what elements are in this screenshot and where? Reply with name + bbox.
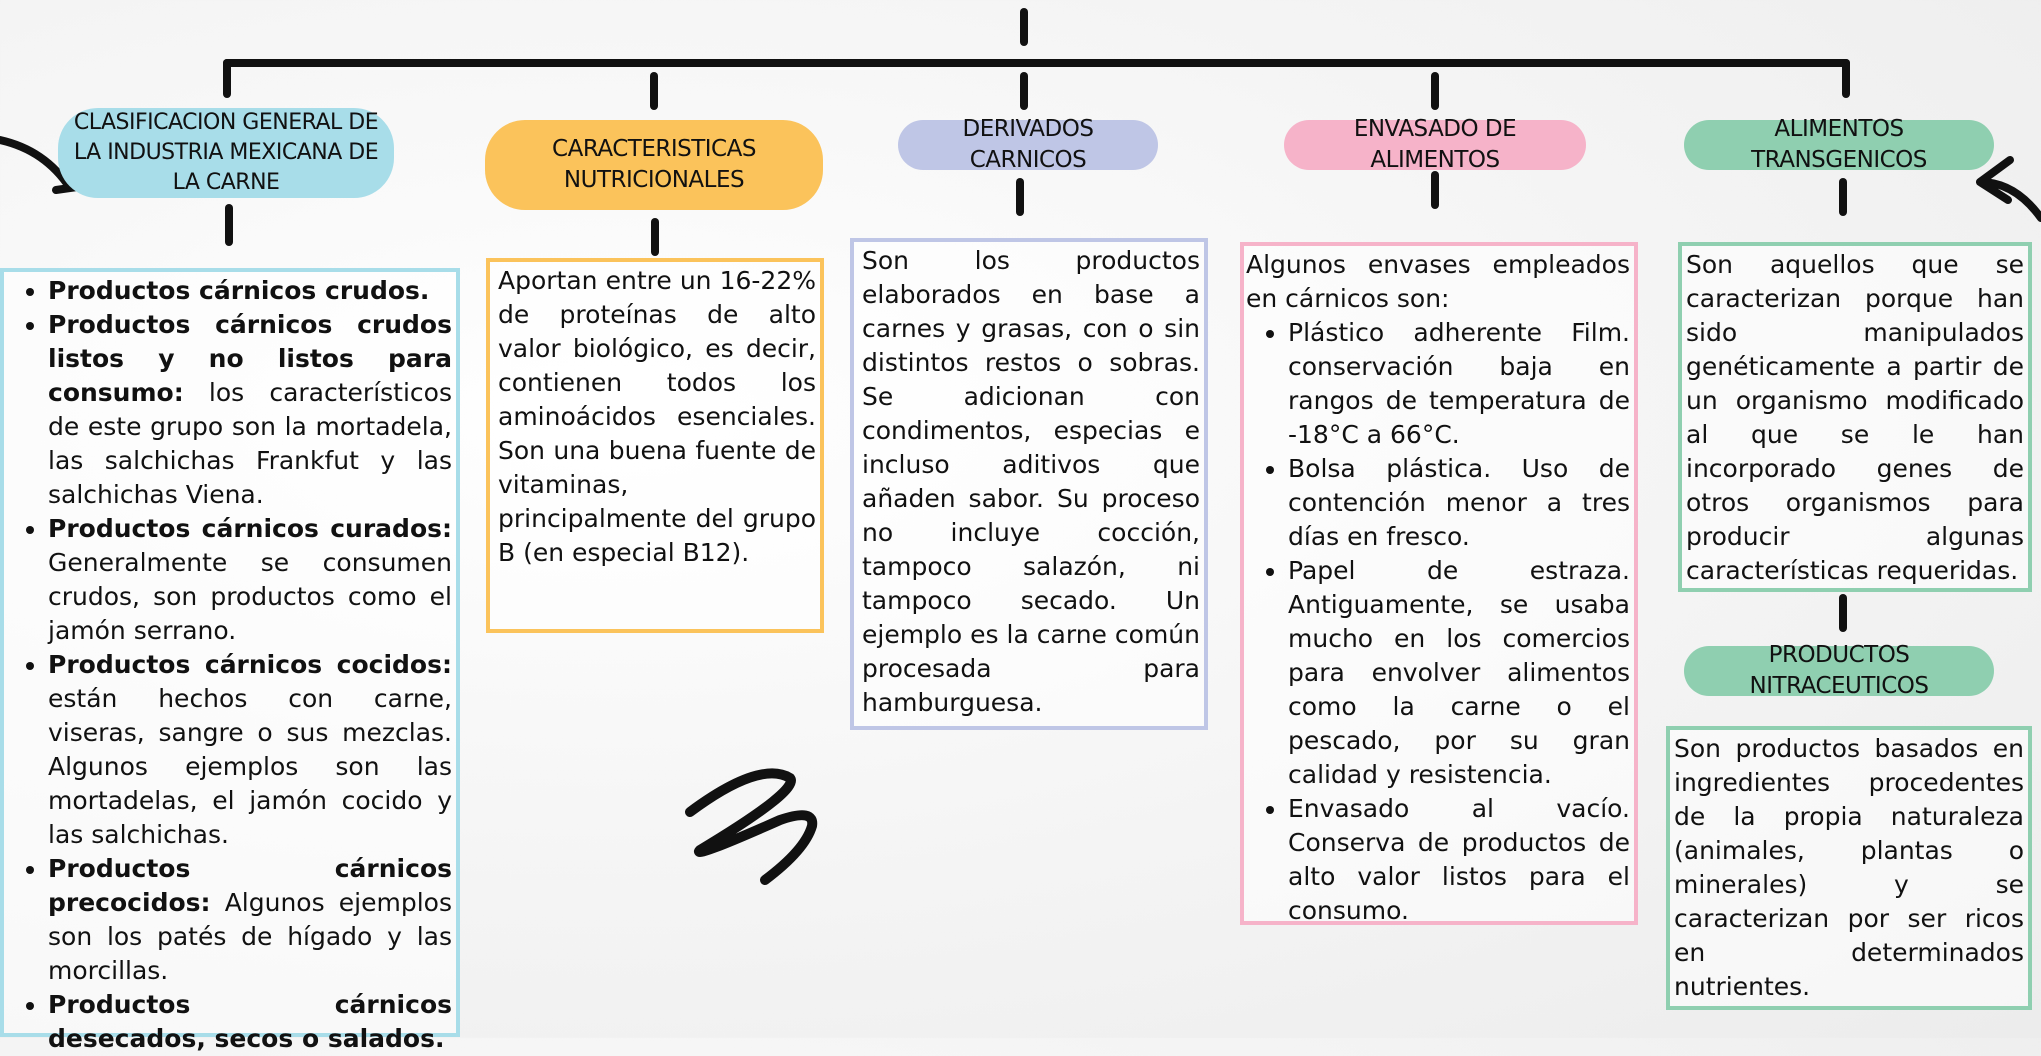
clasificacion-list: Productos cárnicos crudos. Productos cár…: [6, 274, 452, 1056]
list-item: Productos cárnicos cocidos: están hechos…: [48, 648, 452, 852]
left-curl-decoration: [0, 136, 77, 194]
list-item: Bolsa plástica. Uso de contención menor …: [1288, 452, 1630, 554]
list-item: Productos cárnicos crudos listos y no li…: [48, 308, 452, 512]
envasado-list: Plástico adherente Film. conservación ba…: [1246, 316, 1630, 928]
category-pill-transgenicos: ALIMENTOS TRANSGENICOS: [1684, 116, 1994, 173]
category-pill-clasificacion: CLASIFICACION GENERAL DE LA INDUSTRIA ME…: [58, 108, 394, 198]
list-item: Productos cárnicos precocidos: Algunos e…: [48, 852, 452, 988]
clasificacion-box: Productos cárnicos crudos. Productos cár…: [0, 268, 460, 1053]
transgenicos-box: Son aquellos que se caracterizan porque …: [1678, 242, 2032, 592]
list-item: Productos cárnicos desecados, secos o sa…: [48, 988, 452, 1056]
category-title: DERIVADOS CARNICOS: [962, 115, 1094, 173]
nutricionales-box: Aportan entre un 16-22% de proteínas de …: [486, 258, 824, 633]
category-title: ENVASADO DE ALIMENTOS: [1353, 115, 1517, 173]
nutricionales-text: Aportan entre un 16-22% de proteínas de …: [498, 266, 816, 567]
right-arrow-decoration: [1976, 156, 2041, 222]
category-pill-nutricionales: CARACTERISTICAS NUTRICIONALES: [485, 120, 823, 210]
category-title: PRODUCTOS NITRACEUTICOS: [1749, 641, 1929, 699]
envasado-box: Algunos envases empleados en cárnicos so…: [1240, 242, 1638, 925]
envasado-intro: Algunos envases empleados en cárnicos so…: [1246, 250, 1630, 313]
category-title: CARACTERISTICAS NUTRICIONALES: [552, 135, 756, 193]
category-pill-derivados: DERIVADOS CARNICOS: [898, 116, 1158, 173]
list-item: Productos cárnicos crudos.: [48, 274, 452, 308]
derivados-text: Son los productos elaborados en base a c…: [862, 246, 1200, 717]
category-title: CLASIFICACION GENERAL DE LA INDUSTRIA ME…: [73, 110, 379, 195]
category-title: ALIMENTOS TRANSGENICOS: [1751, 115, 1927, 173]
category-pill-envasado: ENVASADO DE ALIMENTOS: [1284, 116, 1586, 173]
list-item: Papel de estraza. Antiguamente, se usaba…: [1288, 554, 1630, 792]
transgenicos-text: Son aquellos que se caracterizan porque …: [1686, 250, 2024, 585]
nitraceuticos-text: Son productos basados en ingredientes pr…: [1674, 734, 2024, 1001]
scribble-decoration: [685, 768, 818, 885]
derivados-box: Son los productos elaborados en base a c…: [850, 238, 1208, 730]
list-item: Productos cárnicos curados: Generalmente…: [48, 512, 452, 648]
category-pill-nitraceuticos: PRODUCTOS NITRACEUTICOS: [1684, 642, 1994, 699]
list-item: Plástico adherente Film. conservación ba…: [1288, 316, 1630, 452]
list-item: Envasado al vacío. Conserva de productos…: [1288, 792, 1630, 928]
nitraceuticos-box: Son productos basados en ingredientes pr…: [1666, 726, 2032, 1010]
